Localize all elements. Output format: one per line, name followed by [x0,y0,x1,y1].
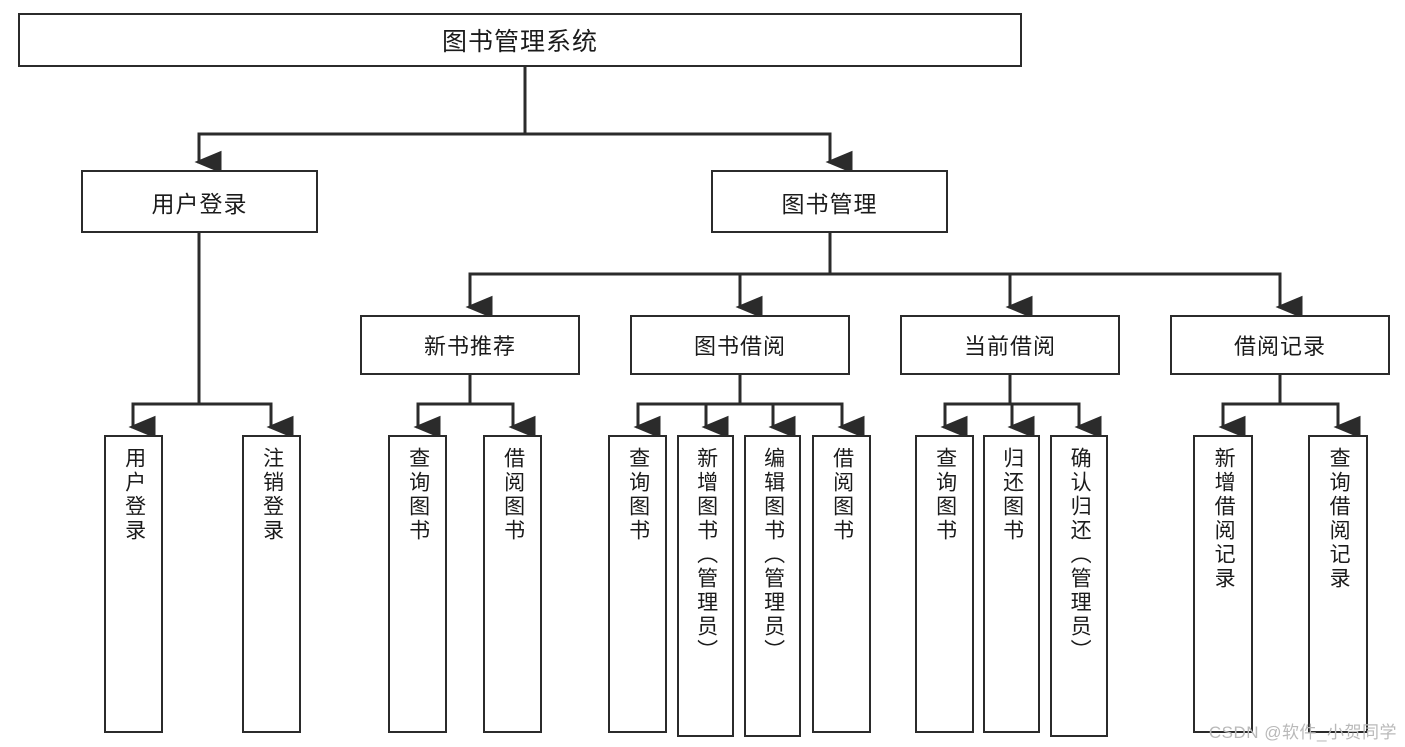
node-label: 查询借阅记录 [1327,447,1351,591]
leaf-user-login-signout[interactable]: 注销登录 [242,435,301,733]
leaf-current-borrow-query[interactable]: 查询图书 [915,435,974,733]
node-user-login[interactable]: 用户登录 [81,170,318,233]
leaf-user-login-signin[interactable]: 用户登录 [104,435,163,733]
node-label: 当前借阅 [963,334,1056,359]
leaf-current-borrow-return[interactable]: 归还图书 [983,435,1040,733]
node-label: 编辑图书（管理员） [761,447,785,663]
leaf-book-borrow-edit[interactable]: 编辑图书（管理员） [744,435,801,737]
node-label: 确认归还（管理员） [1068,447,1092,663]
node-label: 新增图书（管理员） [694,447,718,663]
node-label: 归还图书 [1000,447,1024,543]
node-book-borrow[interactable]: 图书借阅 [630,315,850,375]
leaf-book-borrow-query[interactable]: 查询图书 [608,435,667,733]
node-label: 查询图书 [626,447,650,543]
node-label: 用户登录 [122,447,146,543]
node-label: 新书推荐 [423,334,516,359]
node-label: 新增借阅记录 [1212,447,1236,591]
leaf-new-book-query[interactable]: 查询图书 [388,435,447,733]
node-label: 借阅记录 [1233,334,1326,359]
node-label: 借阅图书 [501,447,525,543]
node-label: 用户登录 [151,190,248,217]
leaf-borrow-record-query[interactable]: 查询借阅记录 [1308,435,1368,733]
leaf-new-book-borrow[interactable]: 借阅图书 [483,435,542,733]
node-label: 图书管理 [781,190,878,217]
csdn-watermark: CSDN @软件_小贺同学 [1208,723,1397,742]
node-label: 注销登录 [260,447,284,543]
node-label: 图书管理系统 [441,28,598,56]
leaf-book-borrow-add[interactable]: 新增图书（管理员） [677,435,734,737]
node-label: 借阅图书 [830,447,854,543]
node-label: 图书借阅 [693,334,786,359]
leaf-current-borrow-confirm-return[interactable]: 确认归还（管理员） [1050,435,1108,737]
leaf-borrow-record-add[interactable]: 新增借阅记录 [1193,435,1253,733]
leaf-book-borrow-lend[interactable]: 借阅图书 [812,435,871,733]
node-current-borrow[interactable]: 当前借阅 [900,315,1120,375]
node-borrow-record[interactable]: 借阅记录 [1170,315,1390,375]
node-book-management[interactable]: 图书管理 [711,170,948,233]
node-new-book-recommend[interactable]: 新书推荐 [360,315,580,375]
node-root-system[interactable]: 图书管理系统 [18,13,1022,67]
node-label: 查询图书 [406,447,430,543]
node-label: 查询图书 [933,447,957,543]
